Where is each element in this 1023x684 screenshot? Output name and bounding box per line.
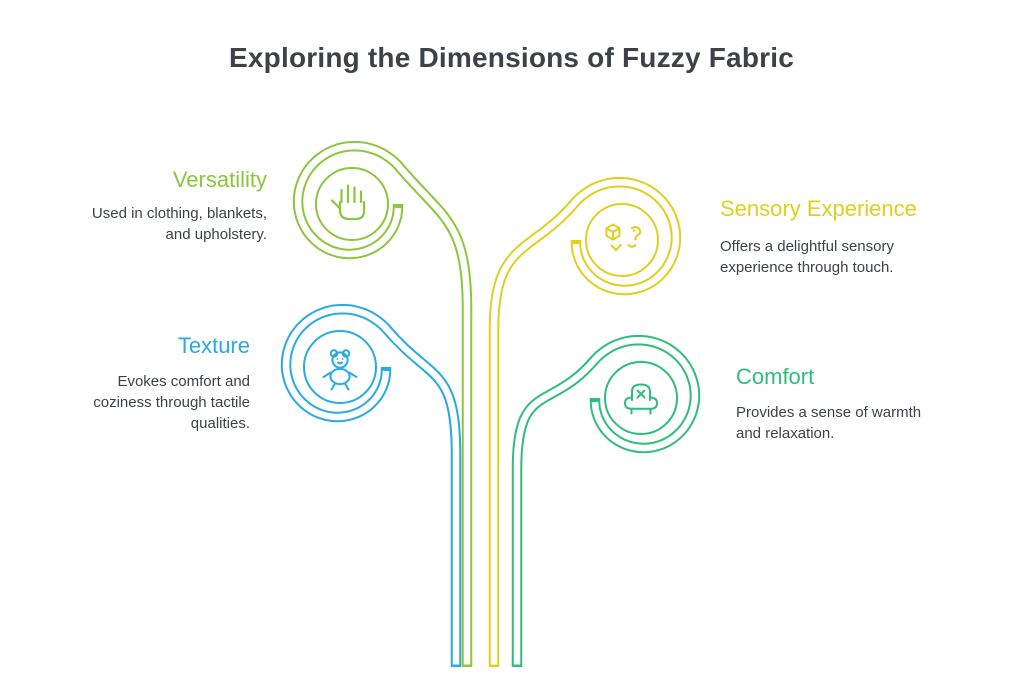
sensory-icon-group [585, 203, 659, 277]
versatility-icon-ring [315, 167, 389, 241]
teddy-bear-icon [322, 349, 358, 391]
branch-curve-texture [280, 303, 462, 667]
texture-icon-group [303, 330, 377, 404]
versatility-label: Versatility [172, 167, 267, 192]
branch-curve-fill-texture [282, 305, 460, 665]
branch-curve-fill-sensory [490, 178, 680, 665]
comfort-description: Provides a sense of warmth and relaxatio… [736, 404, 922, 442]
comfort-icon-ring [604, 361, 678, 435]
comfort-label: Comfort [736, 364, 815, 389]
sensory-label: Sensory Experience [720, 196, 917, 221]
versatility-icon-group [315, 167, 389, 241]
hand-icon [330, 184, 366, 221]
texture-label: Texture [177, 333, 250, 358]
sensory-description: Offers a delightful sensory experience t… [720, 238, 894, 276]
comfort-icon-group [604, 361, 678, 435]
sensory-icon-ring [585, 203, 659, 277]
versatility-description: Used in clothing, blankets, and upholste… [91, 205, 267, 243]
branch-curves [280, 140, 701, 667]
texture-icon-ring [303, 330, 377, 404]
texture-description: Evokes comfort and coziness through tact… [93, 373, 250, 432]
armchair-icon [624, 383, 658, 415]
branch-curve-fill-comfort [513, 336, 699, 665]
touch-cube-icon [605, 223, 642, 251]
page-title: Exploring the Dimensions of Fuzzy Fabric [229, 42, 794, 73]
branch-curve-fill-versatility [294, 142, 471, 665]
